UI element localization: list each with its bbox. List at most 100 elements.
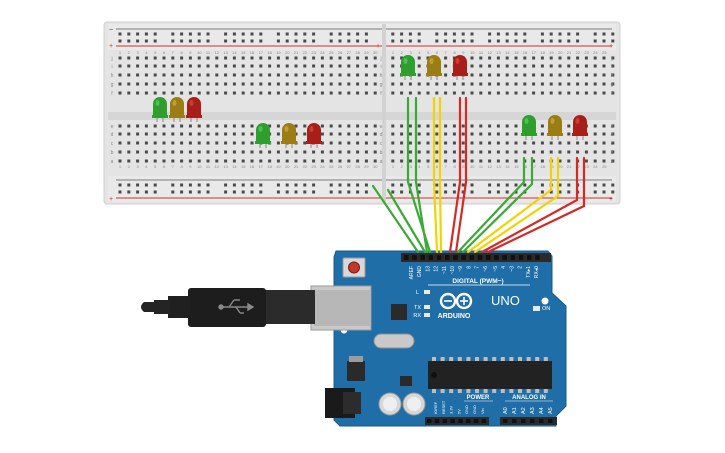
- breadboard-hole: [215, 91, 219, 95]
- reset-button[interactable]: [348, 261, 360, 274]
- led-green-mid[interactable]: [255, 123, 271, 148]
- usb-cable[interactable]: [141, 288, 315, 327]
- breadboard-hole: [426, 132, 430, 136]
- breadboard-hole: [611, 56, 615, 60]
- bottom-header-sockets: [427, 419, 553, 423]
- led-green-bottom-right[interactable]: [521, 115, 537, 140]
- row-letter: d: [611, 132, 614, 138]
- breadboard-hole: [488, 73, 492, 77]
- analog-socket: [539, 419, 544, 423]
- breadboard-hole: [496, 82, 500, 86]
- breadboard-hole: [400, 150, 404, 154]
- wire-green-top-gnd[interactable]: [414, 96, 429, 254]
- analog-socket: [512, 419, 517, 423]
- power-socket: [458, 419, 463, 423]
- led-yellow-top-right[interactable]: [426, 55, 442, 80]
- breadboard-hole: [144, 132, 148, 136]
- wire-green-gnd-1[interactable]: [371, 184, 420, 254]
- breadboard-hole: [144, 64, 148, 68]
- breadboard-hole: [452, 150, 456, 154]
- row-letter: f: [380, 91, 382, 97]
- analog-pin-label: A5: [548, 407, 554, 414]
- breadboard-hole: [373, 150, 377, 154]
- power-header[interactable]: [425, 417, 489, 425]
- led-red-left[interactable]: [186, 97, 202, 122]
- breadboard-hole: [505, 91, 509, 95]
- led-rim: [169, 115, 185, 118]
- breadboard-hole: [127, 64, 131, 68]
- led-rim: [547, 133, 563, 136]
- column-number: 27: [347, 164, 352, 169]
- column-number: 6: [436, 164, 439, 169]
- analog-header[interactable]: [500, 417, 557, 425]
- led-green-left[interactable]: [152, 97, 168, 122]
- breadboard-hole: [356, 150, 360, 154]
- rail-plus-sign: +: [609, 43, 613, 50]
- breadboard-hole: [320, 132, 324, 136]
- breadboard-hole: [206, 73, 210, 77]
- wire-yellow-pin12[interactable]: [432, 96, 439, 254]
- column-number: 13: [496, 50, 501, 55]
- wire-green-pin10[interactable]: [456, 156, 526, 254]
- column-number: 10: [470, 164, 475, 169]
- digital-header[interactable]: [401, 253, 551, 262]
- led-red-top-right[interactable]: [452, 55, 468, 80]
- rail-hole: [602, 190, 606, 194]
- wire-red-pin6[interactable]: [480, 156, 579, 254]
- led-highlight: [524, 118, 529, 124]
- rail-hole: [364, 183, 368, 187]
- rail-hole: [496, 32, 500, 36]
- breadboard-hole: [532, 141, 536, 145]
- rail-hole: [417, 190, 421, 194]
- analog-socket: [503, 419, 508, 423]
- column-number: 24: [593, 50, 598, 55]
- wire-red-pin11[interactable]: [448, 96, 462, 254]
- column-number: 2: [128, 50, 131, 55]
- led-yellow-mid[interactable]: [281, 123, 297, 148]
- rail-hole: [294, 190, 298, 194]
- breadboard-hole: [188, 64, 192, 68]
- rail-hole: [461, 183, 465, 187]
- breadboard-hole: [470, 56, 474, 60]
- rail-hole: [470, 183, 474, 187]
- breadboard-hole: [232, 82, 236, 86]
- led-red-bottom-right[interactable]: [572, 115, 588, 140]
- led-green-top-right[interactable]: [400, 55, 416, 80]
- breadboard-hole: [136, 124, 140, 128]
- led-yellow-bottom-right[interactable]: [547, 115, 563, 140]
- breadboard-hole: [259, 150, 263, 154]
- led-highlight: [258, 126, 263, 132]
- breadboard-hole: [426, 124, 430, 128]
- breadboard-hole: [567, 91, 571, 95]
- wire-yellow-top[interactable]: [438, 96, 443, 254]
- breadboard-hole: [567, 159, 571, 163]
- breadboard-hole: [118, 124, 122, 128]
- wire-red-pin5[interactable]: [486, 156, 586, 254]
- column-number: 2: [401, 50, 404, 55]
- breadboard-hole: [215, 56, 219, 60]
- wire-yellow-pin7[interactable]: [473, 156, 560, 254]
- breadboard-hole: [224, 141, 228, 145]
- column-number: 11: [479, 164, 484, 169]
- chip-pin: [432, 389, 436, 393]
- wire-red-top[interactable]: [454, 96, 468, 254]
- breadboard-hole: [215, 124, 219, 128]
- breadboard-hole: [206, 91, 210, 95]
- chip-pin: [432, 357, 436, 361]
- rail-hole: [356, 183, 360, 187]
- led-red-mid[interactable]: [306, 123, 322, 148]
- led-yellow-left[interactable]: [169, 97, 185, 122]
- column-number: 1: [119, 50, 122, 55]
- wire-yellow-pin8[interactable]: [466, 156, 553, 254]
- wire-green-gnd-2[interactable]: [386, 188, 427, 254]
- wire-green-pin9[interactable]: [461, 156, 534, 254]
- column-number: 7: [172, 164, 175, 169]
- rail-hole: [400, 39, 404, 43]
- column-number: 22: [303, 50, 308, 55]
- column-number: 6: [163, 164, 166, 169]
- wires[interactable]: [371, 96, 586, 254]
- breadboard-hole: [576, 73, 580, 77]
- digital-pin-label: GND: [417, 266, 423, 278]
